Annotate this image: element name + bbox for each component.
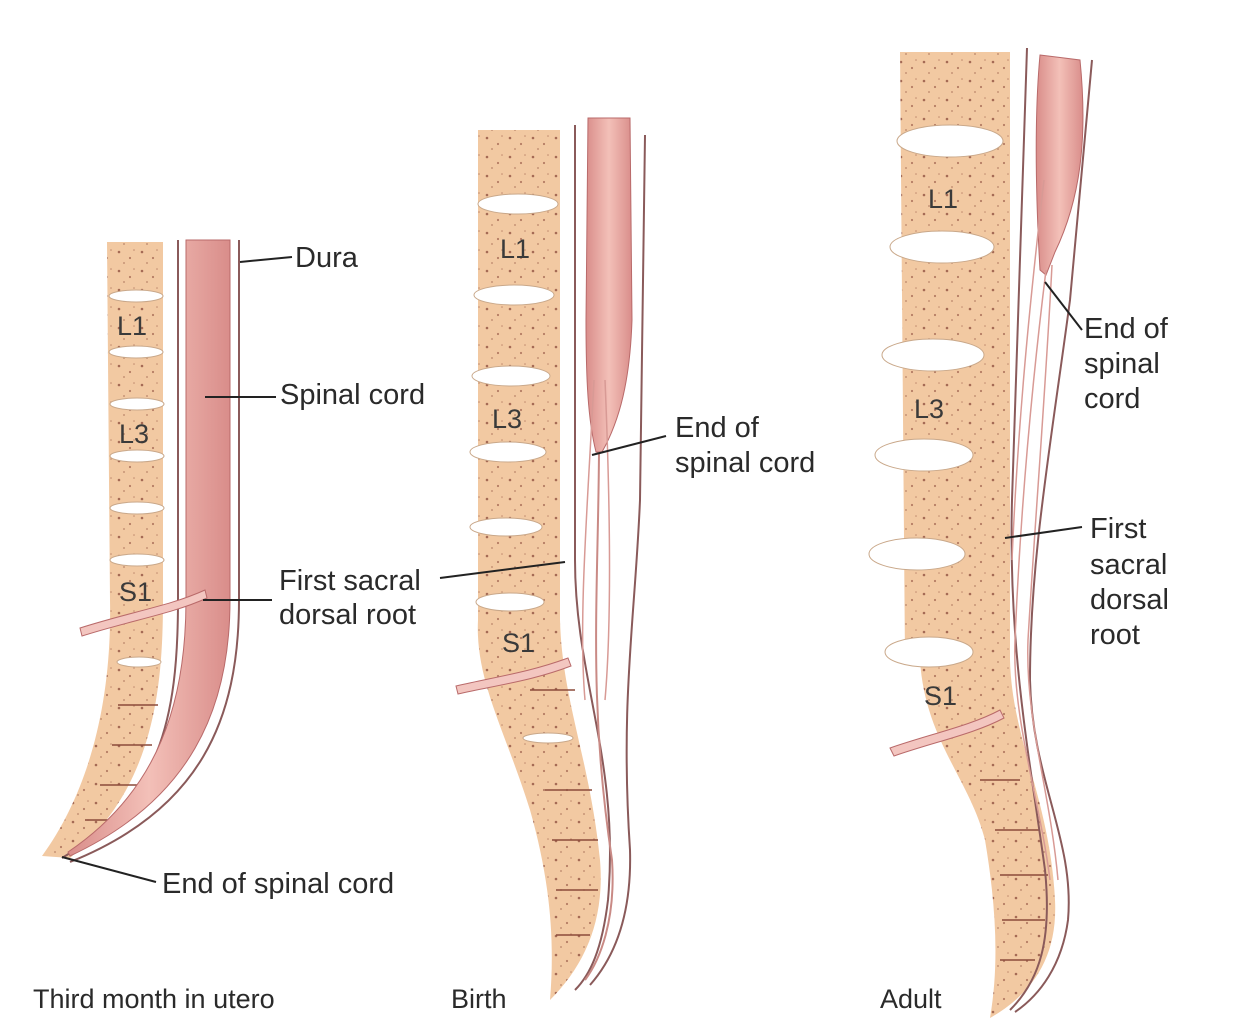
leader-dura (239, 256, 293, 263)
vertebra-label-l3: L3 (119, 419, 149, 449)
vertebral-column (900, 52, 1056, 1018)
sacral-segment-lines (980, 779, 1048, 961)
label-first-sacral-line1: First sacral (279, 565, 421, 597)
caption-third-month: Third month in utero (33, 984, 275, 1014)
panel-birth: L1 L3 S1 End of spinal cord Birth (439, 117, 815, 1014)
sacral-segment-lines (530, 689, 598, 936)
label-dura: Dura (295, 242, 359, 274)
vertebra-label-l1: L1 (117, 311, 147, 341)
spinal-cord (1035, 54, 1084, 276)
vertebra-label-l1: L1 (500, 234, 530, 264)
caption-birth: Birth (451, 984, 507, 1014)
leader-first-sacral (439, 561, 566, 579)
label-end-of-cord-line3: cord (1084, 383, 1140, 415)
vertebra-label-s1: S1 (924, 681, 957, 711)
vertebra-label-l3: L3 (492, 404, 522, 434)
panel-third-month: L1 L3 S1 Dura Spinal cord First sacral d… (33, 239, 425, 1014)
leader-first-sacral (1004, 526, 1083, 539)
cauda-roots (581, 379, 611, 701)
vertebra-label-s1: S1 (119, 577, 152, 607)
label-spinal-cord: Spinal cord (280, 379, 425, 411)
leader-end-of-cord (591, 435, 667, 456)
first-sacral-root (889, 709, 1005, 757)
label-first-sacral-line4: root (1090, 619, 1140, 651)
filum-terminale (584, 451, 614, 981)
sacral-segment-lines (85, 704, 158, 821)
leader-end-of-cord (61, 856, 157, 883)
cauda-roots (1011, 179, 1059, 881)
label-end-of-cord-line2: spinal cord (675, 447, 815, 479)
panel-adult: L1 L3 S1 End of spinal cord First sacral… (868, 47, 1169, 1018)
label-first-sacral-line2: dorsal root (279, 599, 416, 631)
label-end-of-spinal-cord: End of spinal cord (162, 868, 394, 900)
spinal-cord (67, 239, 231, 857)
vertebra-label-l3: L3 (914, 394, 944, 424)
caption-adult: Adult (880, 984, 942, 1014)
first-sacral-root (79, 589, 208, 637)
label-first-sacral-line2: sacral (1090, 549, 1167, 581)
vertebra-label-l1: L1 (928, 184, 958, 214)
intervertebral-discs (868, 124, 1004, 668)
vertebra-label-s1: S1 (502, 628, 535, 658)
first-sacral-root (455, 657, 572, 695)
label-first-sacral-line3: dorsal (1090, 584, 1169, 616)
label-first-sacral-line1: First (1090, 513, 1146, 545)
leader-end-of-cord (1044, 281, 1083, 331)
dura-sac (574, 125, 646, 991)
label-end-of-cord-line1: End of (1084, 313, 1169, 345)
intervertebral-discs (469, 193, 574, 744)
intervertebral-discs (108, 289, 165, 668)
label-end-of-cord-line1: End of (675, 412, 760, 444)
label-end-of-cord-line2: spinal (1084, 348, 1160, 380)
vertebral-column (42, 242, 163, 858)
